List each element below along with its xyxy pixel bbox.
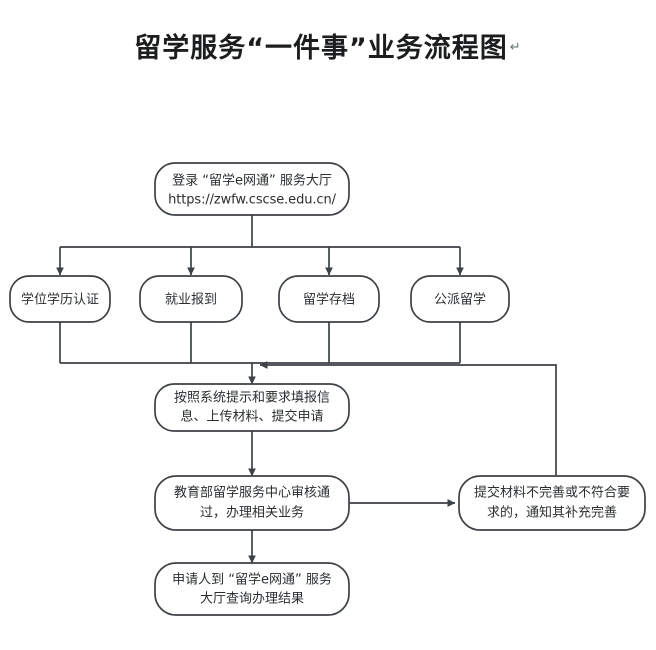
node-login[interactable]: 登录 “留学e网通” 服务大厅 https://zwfw.cscse.edu.c… (154, 162, 350, 216)
node-review-approved-shape (154, 475, 350, 531)
node-supplement-materials-shape (458, 475, 646, 531)
node-government-sponsored-study[interactable]: 公派留学 (410, 275, 510, 323)
node-query-result-line-1: 申请人到 “留学e网通” 服务 (172, 572, 332, 588)
node-degree-certification-shape (9, 275, 111, 323)
node-fill-application-shape (154, 383, 350, 432)
edge-supplement-feedback-loop (259, 361, 557, 475)
node-query-result-shape (154, 562, 350, 616)
node-employment-report[interactable]: 就业报到 (139, 275, 243, 323)
node-supplement-materials-line-1: 提交材料不完善或不符合要 (474, 485, 630, 501)
paragraph-mark-icon: ↵ (509, 40, 522, 55)
node-employment-report-shape (139, 275, 243, 323)
node-government-sponsored-study-label: 公派留学 (434, 292, 486, 308)
node-government-sponsored-study-shape (410, 275, 510, 323)
page-title: 留学服务“一件事”业务流程图↵ (0, 26, 656, 65)
node-review-approved[interactable]: 教育部留学服务中心审核通 过，办理相关业务 (154, 475, 350, 531)
node-fill-application-line-2: 息、上传材料、提交申请 (180, 409, 323, 425)
node-review-approved-line-2: 过，办理相关业务 (200, 505, 304, 521)
page-title-text: 留学服务“一件事”业务流程图 (134, 33, 508, 64)
edge-group (56, 215, 557, 564)
node-login-shape (154, 162, 350, 216)
node-study-abroad-archive-label: 留学存档 (303, 292, 355, 308)
node-study-abroad-archive-shape (278, 275, 380, 323)
node-login-line-1: 登录 “留学e网通” 服务大厅 (172, 173, 332, 189)
node-degree-certification[interactable]: 学位学历认证 (9, 275, 111, 323)
node-login-line-2: https://zwfw.cscse.edu.cn/ (168, 193, 336, 208)
node-review-approved-line-1: 教育部留学服务中心审核通 (174, 485, 330, 501)
node-query-result-line-2: 大厅查询办理结果 (200, 592, 304, 607)
node-fill-application[interactable]: 按照系统提示和要求填报信 息、上传材料、提交申请 (154, 383, 350, 432)
node-query-result[interactable]: 申请人到 “留学e网通” 服务 大厅查询办理结果 (154, 562, 350, 616)
node-study-abroad-archive[interactable]: 留学存档 (278, 275, 380, 323)
node-supplement-materials[interactable]: 提交材料不完善或不符合要 求的，通知其补充完善 (458, 475, 646, 531)
node-employment-report-label: 就业报到 (165, 293, 217, 308)
node-fill-application-line-1: 按照系统提示和要求填报信 (174, 390, 330, 406)
node-supplement-materials-line-2: 求的，通知其补充完善 (487, 505, 617, 521)
node-degree-certification-label: 学位学历认证 (21, 292, 99, 308)
